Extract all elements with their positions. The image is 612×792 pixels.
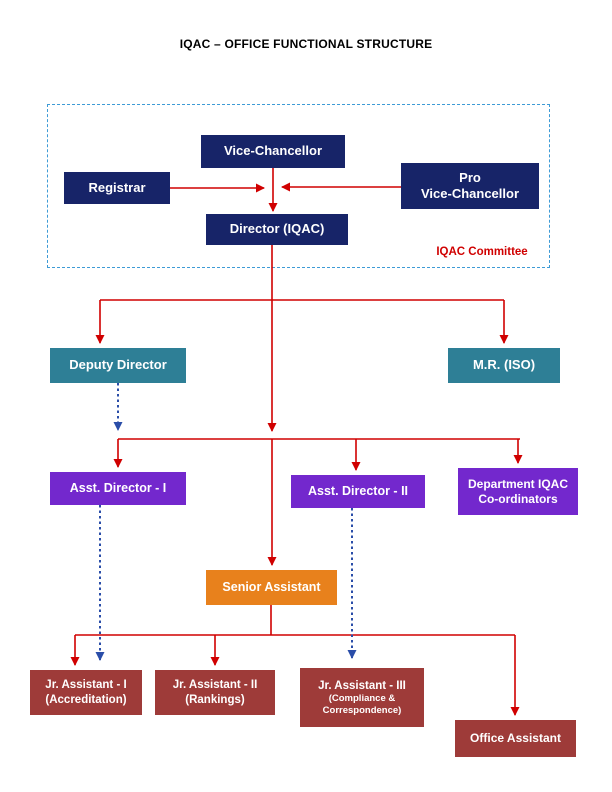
node-jr-assistant-3: Jr. Assistant - III (Compliance & Corres… (300, 668, 424, 727)
node-jr-assistant-2: Jr. Assistant - II (Rankings) (155, 670, 275, 715)
node-dept-iqac-coordinators: Department IQAC Co-ordinators (458, 468, 578, 515)
node-mr-iso: M.R. (ISO) (448, 348, 560, 383)
node-senior-assistant: Senior Assistant (206, 570, 337, 605)
node-office-assistant: Office Assistant (455, 720, 576, 757)
iqac-committee-label: IQAC Committee (436, 246, 528, 258)
node-asst-director-2: Asst. Director - II (291, 475, 425, 508)
node-deputy-director: Deputy Director (50, 348, 186, 383)
page-title: IQAC – OFFICE FUNCTIONAL STRUCTURE (179, 37, 433, 51)
node-pro-vice-chancellor: Pro Vice-Chancellor (401, 163, 539, 209)
node-registrar: Registrar (64, 172, 170, 204)
node-jr-assistant-3-subline: (Compliance & Correspondence) (322, 693, 402, 716)
node-asst-director-1: Asst. Director - I (50, 472, 186, 505)
node-jr-assistant-1: Jr. Assistant - I (Accreditation) (30, 670, 142, 715)
node-jr-assistant-3-label: Jr. Assistant - III (318, 679, 406, 692)
node-vice-chancellor: Vice-Chancellor (201, 135, 345, 168)
solid-red-connectors (70, 168, 523, 716)
node-director-iqac: Director (IQAC) (206, 214, 348, 245)
iqac-committee-boundary (47, 104, 550, 268)
dotted-blue-connectors (95, 383, 357, 661)
